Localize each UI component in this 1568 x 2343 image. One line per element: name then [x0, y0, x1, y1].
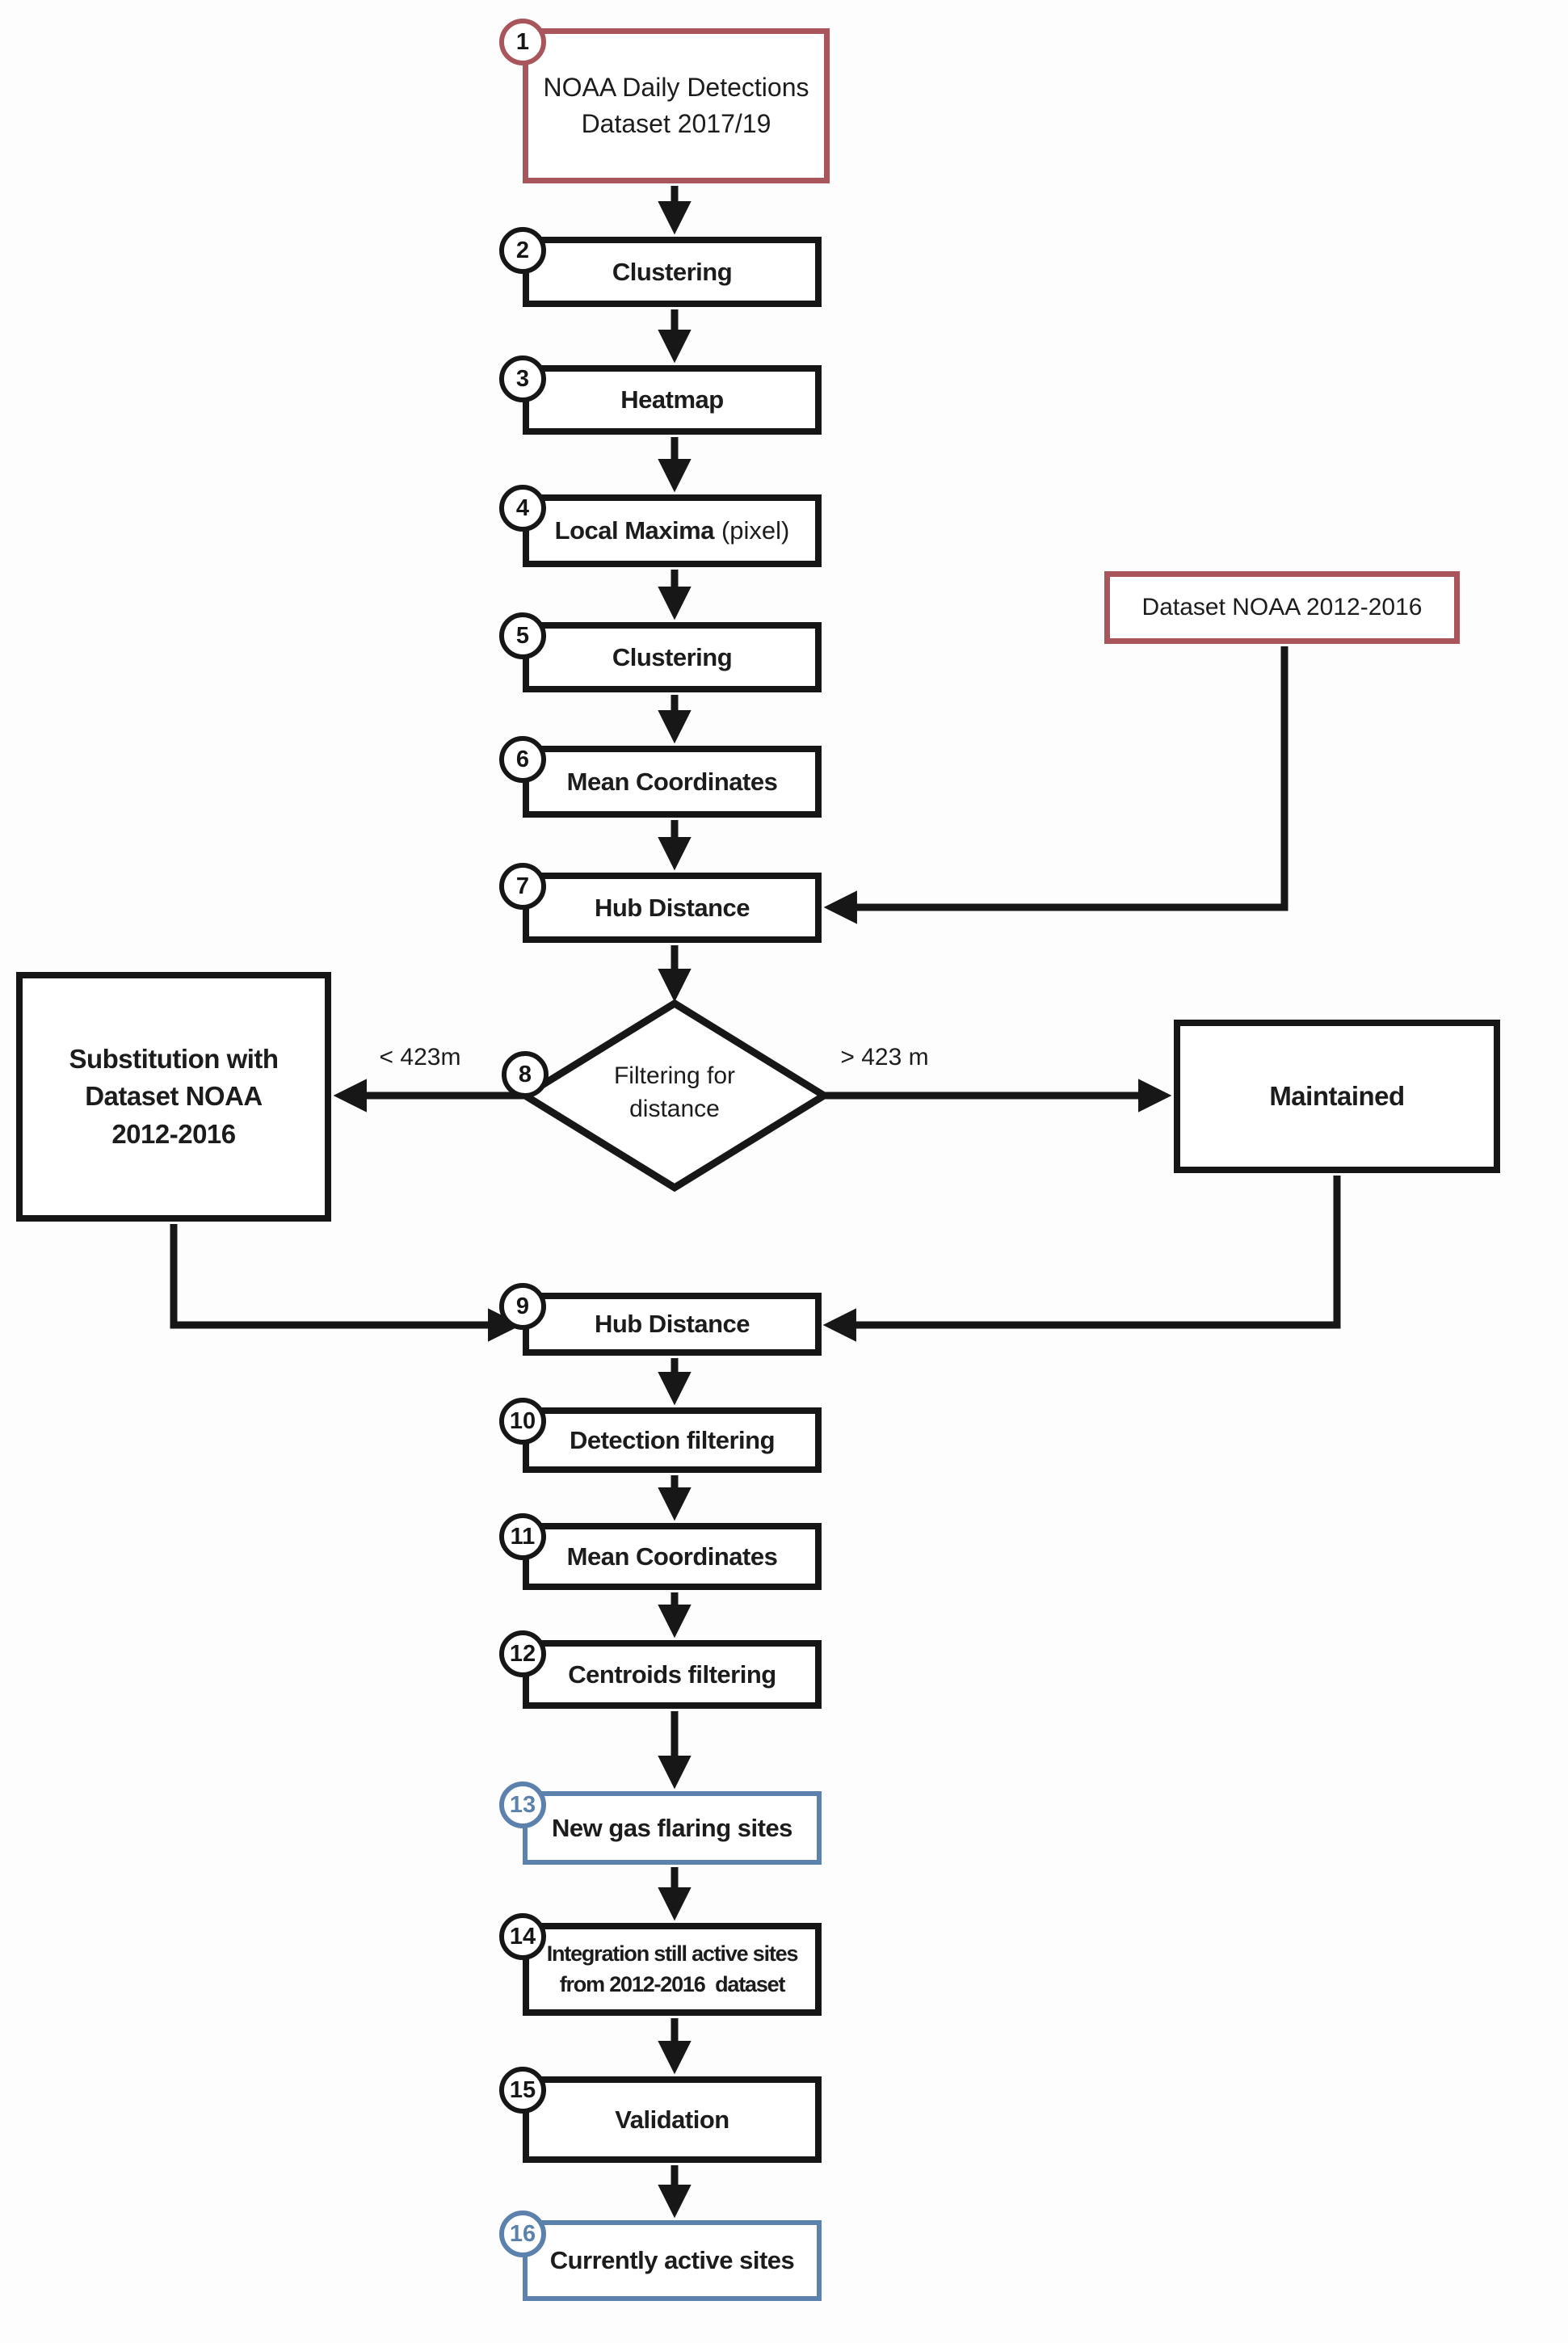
step-box-14-label: Integration still active sites from 2012…: [546, 1941, 799, 1996]
decision-diamond-label: Filtering for distance: [613, 1062, 736, 1122]
step-box-4-label-suffix: (pixel): [721, 516, 790, 545]
step-box-11-label: Mean Coordinates: [566, 1542, 778, 1571]
step-number-9: 9: [499, 1283, 546, 1330]
step-box-13-new-gas-flaring-sites: New gas flaring sites: [523, 1791, 822, 1865]
step-box-11-mean-coordinates: Mean Coordinates: [523, 1523, 822, 1590]
step-number-1: 1: [499, 19, 546, 65]
step-box-9-hub-distance: Hub Distance: [523, 1293, 822, 1356]
step-box-3-heatmap: Heatmap: [523, 365, 822, 435]
step-box-13-label: New gas flaring sites: [552, 1813, 792, 1842]
step-box-12-centroids-filtering: Centroids filtering: [523, 1640, 822, 1709]
step-box-5-label: Clustering: [612, 642, 733, 671]
step-box-6-label: Mean Coordinates: [566, 767, 778, 796]
side-box-dataset-label: Dataset NOAA 2012-2016: [1141, 594, 1423, 620]
step-number-2: 2: [499, 227, 546, 274]
step-number-12: 12: [499, 1630, 546, 1677]
step-box-1-noaa-daily-detections: NOAA Daily Detections Dataset 2017/19: [523, 28, 830, 183]
step-number-4: 4: [499, 485, 546, 532]
arrow-substitution-step9: [170, 1224, 522, 1342]
side-box-dataset-noaa-2012-2016: Dataset NOAA 2012-2016: [1104, 571, 1460, 644]
step-box-12-label: Centroids filtering: [568, 1659, 776, 1689]
arrow-maintained-step9: [822, 1176, 1341, 1342]
step-number-3: 3: [499, 355, 546, 402]
step-number-10: 10: [499, 1398, 546, 1445]
step-box-7-hub-distance: Hub Distance: [523, 873, 822, 943]
side-box-substitution-label: Substitution with Dataset NOAA 2012-2016: [69, 1044, 279, 1149]
step-box-1-label: NOAA Daily Detections Dataset 2017/19: [543, 73, 809, 138]
step-number-7: 7: [499, 863, 546, 910]
step-box-7-label: Hub Distance: [594, 893, 750, 922]
step-box-2-label: Clustering: [612, 257, 733, 286]
step-number-5: 5: [499, 612, 546, 659]
branch-label-greater-423m: > 423 m: [840, 1044, 929, 1071]
branch-label-less-423m: < 423m: [379, 1044, 461, 1071]
step-number-16: 16: [499, 2210, 546, 2257]
side-box-substitution: Substitution with Dataset NOAA 2012-2016: [16, 972, 331, 1222]
step-number-15: 15: [499, 2067, 546, 2114]
step-number-13: 13: [499, 1781, 546, 1828]
side-box-maintained-label: Maintained: [1269, 1080, 1405, 1111]
step-number-11: 11: [499, 1513, 546, 1560]
step-box-4-label: Local Maxima: [554, 516, 715, 545]
arrow-dataset-step7: [823, 646, 1288, 924]
step-box-10-detection-filtering: Detection filtering: [523, 1407, 822, 1473]
step-number-6: 6: [499, 736, 546, 783]
step-box-16-currently-active-sites: Currently active sites: [523, 2220, 822, 2301]
step-box-15-label: Validation: [615, 2105, 729, 2134]
step-number-14: 14: [499, 1913, 546, 1960]
step-box-16-label: Currently active sites: [549, 2246, 795, 2275]
step-box-14-integration-still-active-sites: Integration still active sites from 2012…: [523, 1923, 822, 2016]
step-box-15-validation: Validation: [523, 2076, 822, 2163]
decision-diamond: [518, 999, 831, 1193]
side-box-maintained: Maintained: [1174, 1020, 1500, 1173]
step-box-9-label: Hub Distance: [594, 1310, 750, 1339]
step-box-3-label: Heatmap: [620, 385, 724, 414]
step-box-2-clustering: Clustering: [523, 237, 822, 307]
step-box-6-mean-coordinates: Mean Coordinates: [523, 746, 822, 818]
step-box-4-local-maxima: Local Maxima(pixel): [523, 494, 822, 567]
step-box-10-label: Detection filtering: [569, 1425, 776, 1454]
step-number-8: 8: [502, 1051, 549, 1098]
step-box-5-clustering: Clustering: [523, 622, 822, 692]
